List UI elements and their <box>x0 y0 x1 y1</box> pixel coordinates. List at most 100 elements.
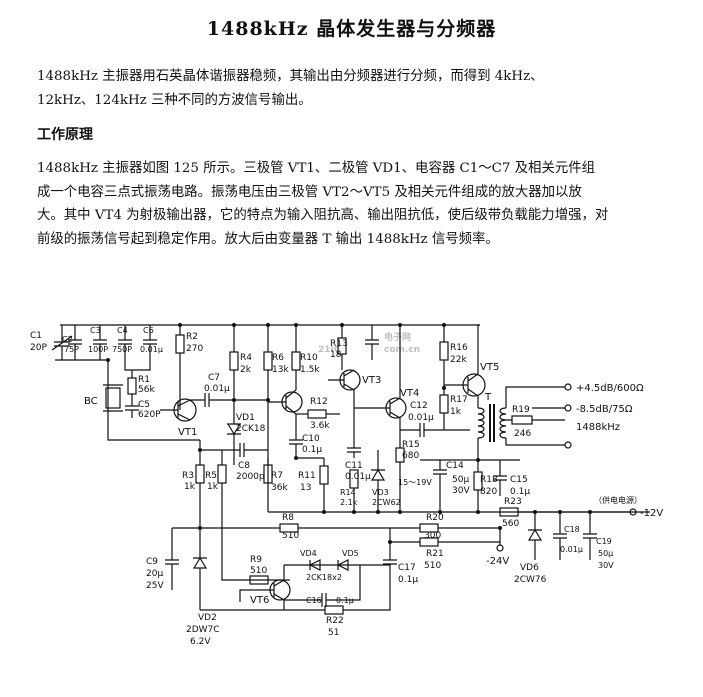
resistor-r15: R15 680 <box>395 440 420 512</box>
output-label-3: 1488kHz <box>576 422 620 433</box>
svg-text:2CW62: 2CW62 <box>372 498 401 507</box>
principle-line-2: 成一个电容三点式振荡电路。振荡电压由三极管 VT2～VT5 及相关元件组成的放大… <box>37 184 582 200</box>
svg-text:0.01μ: 0.01μ <box>408 413 434 423</box>
resistor-r6: R6 13k <box>263 325 289 512</box>
svg-text:20μ: 20μ <box>146 569 163 579</box>
svg-text:13: 13 <box>300 483 311 493</box>
svg-text:R23: R23 <box>504 497 522 507</box>
supply-labels: （供电电源） -12V -24V <box>486 495 663 567</box>
resistor-r10: R10 1.5k <box>291 325 320 390</box>
svg-text:30V: 30V <box>598 561 614 570</box>
svg-text:VD2: VD2 <box>198 613 217 623</box>
svg-text:0.1μ: 0.1μ <box>510 487 530 497</box>
svg-text:C10: C10 <box>302 434 320 444</box>
svg-text:C18: C18 <box>564 525 580 534</box>
watermark-number: 21IC <box>318 345 341 355</box>
svg-text:2000p: 2000p <box>236 472 265 482</box>
capacitor-c4: C4 750P <box>112 325 132 360</box>
diode-vd3: VD3 2CW62 <box>370 450 401 512</box>
capacitor-c3: C3 100P <box>88 325 108 360</box>
voltage-note: 15～19V <box>398 478 432 487</box>
capacitor-c1: C1 20P <box>30 325 73 360</box>
resistor-r11: R11 13 <box>298 458 329 512</box>
svg-text:T: T <box>484 392 492 403</box>
svg-text:C14: C14 <box>446 461 464 471</box>
diode-vd1: VD1 2CK18 <box>227 400 266 465</box>
svg-text:1.5k: 1.5k <box>300 365 320 375</box>
capacitor-c7: C7 0.01μ <box>190 373 268 407</box>
svg-text:0.01μ: 0.01μ <box>560 545 583 554</box>
svg-text:R2: R2 <box>186 332 198 342</box>
svg-text:R8: R8 <box>282 513 294 523</box>
transistor-vt3: VT3 <box>328 369 381 440</box>
svg-text:3.6k: 3.6k <box>310 421 330 431</box>
svg-text:270: 270 <box>186 344 203 354</box>
svg-text:C12: C12 <box>410 401 428 411</box>
resistor-r1: R1 56k <box>127 370 155 402</box>
capacitor-c2: C2 75P <box>62 325 82 360</box>
svg-text:560: 560 <box>502 519 519 529</box>
svg-text:R4: R4 <box>240 353 252 363</box>
svg-text:VD4: VD4 <box>300 549 317 558</box>
svg-text:R19: R19 <box>512 405 530 415</box>
svg-text:R12: R12 <box>310 397 328 407</box>
resistor-r18: R18 820 <box>473 460 498 512</box>
diode-vd4-vd5: VD4 VD5 2CK18x2 <box>284 549 390 582</box>
svg-text:R18: R18 <box>480 475 498 485</box>
capacitor-c17: C17 0.1μ <box>383 542 418 590</box>
transistor-vt2 <box>268 389 303 430</box>
wire-c4-c6 <box>124 360 151 371</box>
capacitor-c14: C14 50μ 30V <box>420 459 520 512</box>
transistor-vt4: VT4 <box>354 325 419 440</box>
svg-text:50μ: 50μ <box>598 549 613 558</box>
watermark-logo: 21IC 电子网 com.cn <box>318 331 420 355</box>
svg-text:R17: R17 <box>450 395 468 405</box>
svg-text:6.2V: 6.2V <box>190 637 211 647</box>
svg-text:0.01μ: 0.01μ <box>140 345 163 354</box>
transistor-vt5: VT5 <box>444 324 499 408</box>
section-heading: 工作原理 <box>37 127 93 143</box>
svg-text:C5: C5 <box>138 400 150 410</box>
resistor-r14: R14 2.1k <box>340 469 359 512</box>
watermark-text: 电子网 <box>384 331 411 343</box>
svg-text:0.01μ: 0.01μ <box>204 384 230 394</box>
svg-text:C7: C7 <box>208 373 220 383</box>
capacitor-c9: C9 20μ 25V <box>146 528 179 591</box>
resistor-r8: R8 510 <box>200 513 420 541</box>
output-label-2: -8.5dB/75Ω <box>576 404 633 415</box>
svg-text:51: 51 <box>328 628 339 638</box>
svg-text:0.1μ: 0.1μ <box>398 575 418 585</box>
principle-line-3: 大。其中 VT4 为射极输出器，它的特点为输入阻抗高、输出阻抗低，使后级带负载能… <box>37 208 609 223</box>
resistor-r5: R5 1k <box>205 450 290 581</box>
svg-text:2DW7C: 2DW7C <box>186 625 220 635</box>
svg-text:750P: 750P <box>112 345 132 354</box>
svg-text:36k: 36k <box>271 483 288 493</box>
svg-text:R13: R13 <box>330 339 348 349</box>
svg-text:246: 246 <box>514 429 531 439</box>
capacitor-c8: C8 2000p <box>200 443 268 482</box>
svg-text:R5: R5 <box>205 471 217 481</box>
svg-text:R20: R20 <box>426 513 444 523</box>
svg-text:13k: 13k <box>272 365 289 375</box>
svg-text:510: 510 <box>424 561 441 571</box>
resistor-r22: R22 51 <box>200 590 391 638</box>
wire-left-down <box>107 360 200 441</box>
svg-text:R3: R3 <box>182 471 194 481</box>
svg-text:VT3: VT3 <box>362 375 381 386</box>
svg-text:2k: 2k <box>240 365 252 375</box>
svg-text:1k: 1k <box>450 407 462 417</box>
intro-paragraph: 1488kHz 主振器用石英晶体谐振器稳频，其输出由分频器进行分频，而得到 4k… <box>37 65 667 112</box>
svg-text:C15: C15 <box>510 475 528 485</box>
capacitor-c10: C10 0.1μ <box>289 430 324 459</box>
capacitor-c13 <box>365 325 379 360</box>
svg-text:2CK18x2: 2CK18x2 <box>306 573 342 582</box>
svg-text:C8: C8 <box>238 461 250 471</box>
svg-text:R11: R11 <box>298 471 316 481</box>
svg-text:680: 680 <box>402 451 419 461</box>
svg-text:R1: R1 <box>138 375 150 385</box>
svg-text:25V: 25V <box>146 581 164 591</box>
circuit-diagram: 21IC 电子网 com.cn C1 20P C2 75P C3 100P C4… <box>30 323 663 647</box>
svg-text:22k: 22k <box>450 355 467 365</box>
svg-text:18: 18 <box>330 350 342 360</box>
svg-text:BC: BC <box>84 396 98 407</box>
